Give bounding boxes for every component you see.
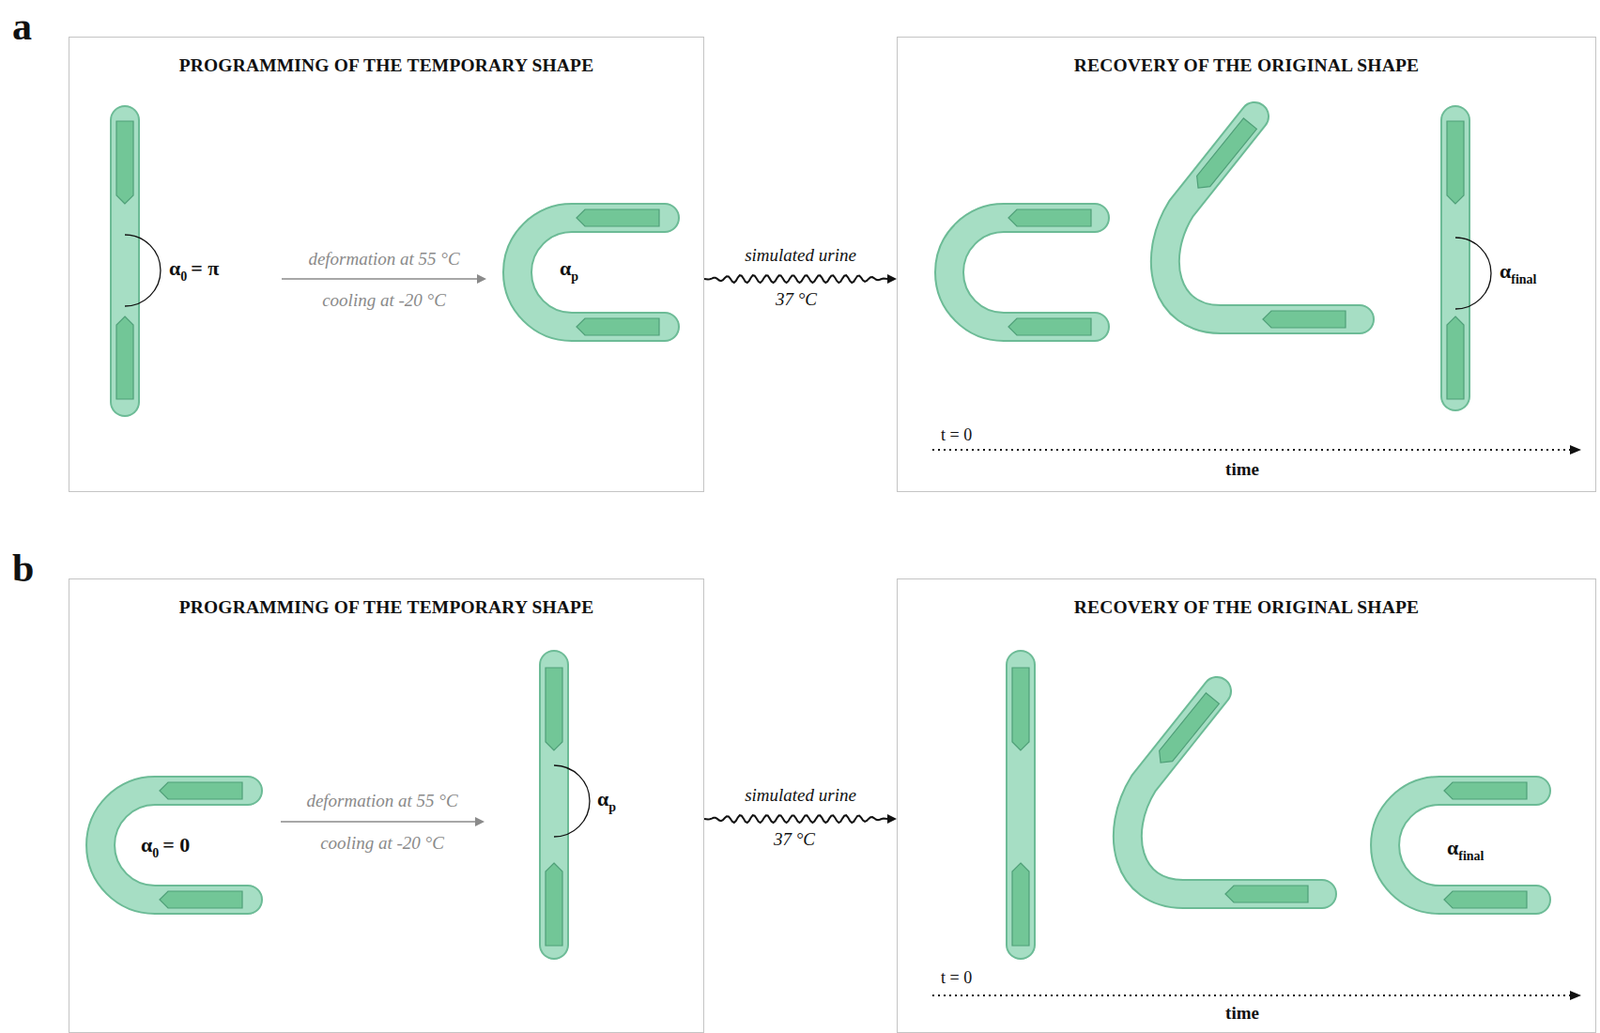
- panel-title: RECOVERY OF THE ORIGINAL SHAPE: [897, 597, 1596, 618]
- angle-label-group: αp: [559, 256, 579, 285]
- edge-label: simulated urine: [744, 784, 857, 806]
- wavy-arrow: [704, 814, 897, 824]
- process-arrow: [281, 274, 487, 284]
- panel-box: RECOVERY OF THE ORIGINAL SHAPE: [896, 36, 1597, 493]
- panel-letter-group: b: [12, 545, 34, 591]
- u-stent: [949, 209, 1095, 336]
- angle-label: 0: [180, 269, 187, 284]
- angle-label-group: αp: [597, 786, 616, 816]
- edge-label: simulated urine: [744, 245, 857, 266]
- condition-note: 37 °C: [773, 829, 816, 849]
- condition-note-group: 37 °C: [775, 289, 817, 310]
- angle-arc: [553, 765, 590, 837]
- panel-letter: a: [12, 4, 32, 48]
- process-note: deformation at 55 °C: [306, 790, 458, 811]
- angle-label: α: [169, 256, 181, 280]
- time-zero: t = 0: [940, 968, 972, 987]
- time-axis: [932, 445, 1582, 455]
- condition-note-group: 37 °C: [773, 829, 816, 850]
- straight-stent: [1012, 664, 1030, 946]
- angle-arc: [124, 234, 161, 307]
- process-note: deformation at 55 °C: [307, 248, 460, 269]
- angle-label-group: α0= π: [169, 256, 219, 285]
- panel-box: RECOVERY OF THE ORIGINAL SHAPE: [896, 578, 1597, 1033]
- panel-title: PROGRAMMING OF THE TEMPORARY SHAPE: [69, 597, 704, 618]
- wavy-line: [704, 275, 888, 283]
- time-zero: t = 0: [940, 425, 972, 445]
- straight-stent: [116, 120, 134, 402]
- angle-label: α: [140, 832, 153, 857]
- process-note-group: cooling at -20 °C: [322, 290, 447, 311]
- angle-label: p: [608, 800, 616, 815]
- angle-label: final: [1458, 848, 1484, 863]
- axis-label: time: [1225, 459, 1260, 479]
- angle-label: 0: [152, 846, 159, 861]
- angle-label: α: [1446, 835, 1459, 860]
- wavy-arrow: [704, 274, 897, 284]
- panel-letter-group: a: [12, 3, 32, 49]
- process-note-group: cooling at -20 °C: [320, 832, 445, 854]
- angle-label: = π: [190, 256, 219, 280]
- panel-letter: b: [12, 546, 34, 590]
- angle-label: α: [597, 786, 609, 811]
- straight-stent: [1446, 120, 1464, 400]
- angle-label-group: αfinal: [1499, 259, 1538, 288]
- process-note: cooling at -20 °C: [322, 290, 447, 310]
- bent-stent: [1165, 116, 1360, 328]
- arrow-head: [887, 814, 897, 824]
- arrow-head: [887, 274, 897, 284]
- panel-title: PROGRAMMING OF THE TEMPORARY SHAPE: [69, 55, 704, 77]
- angle-arc: [1455, 237, 1492, 309]
- angle-label-group: αfinal: [1446, 835, 1485, 864]
- axis-label-group: time: [1225, 459, 1260, 480]
- process-note: cooling at -20 °C: [320, 832, 445, 853]
- angle-label: final: [1510, 272, 1537, 287]
- u-stent: [517, 209, 665, 336]
- angle-label: α: [559, 256, 571, 280]
- process-note-group: deformation at 55 °C: [307, 248, 460, 270]
- process-note-group: deformation at 55 °C: [306, 790, 458, 812]
- bent-stent: [1127, 691, 1323, 903]
- time-zero-group: t = 0: [940, 968, 972, 988]
- u-stent: [100, 782, 248, 908]
- angle-label: p: [570, 269, 579, 284]
- wavy-line: [704, 815, 888, 823]
- angle-label-group: α0= 0: [140, 832, 190, 862]
- panel-title: RECOVERY OF THE ORIGINAL SHAPE: [897, 55, 1596, 77]
- angle-label: α: [1499, 259, 1511, 283]
- straight-stent: [545, 664, 563, 946]
- condition-note: 37 °C: [775, 289, 817, 309]
- axis-label-group: time: [1225, 1002, 1260, 1024]
- time-zero-group: t = 0: [940, 425, 972, 446]
- process-arrow: [280, 816, 485, 827]
- angle-label: = 0: [162, 832, 190, 857]
- time-axis: [932, 990, 1582, 1000]
- axis-label: time: [1225, 1002, 1260, 1023]
- u-stent: [1384, 782, 1537, 908]
